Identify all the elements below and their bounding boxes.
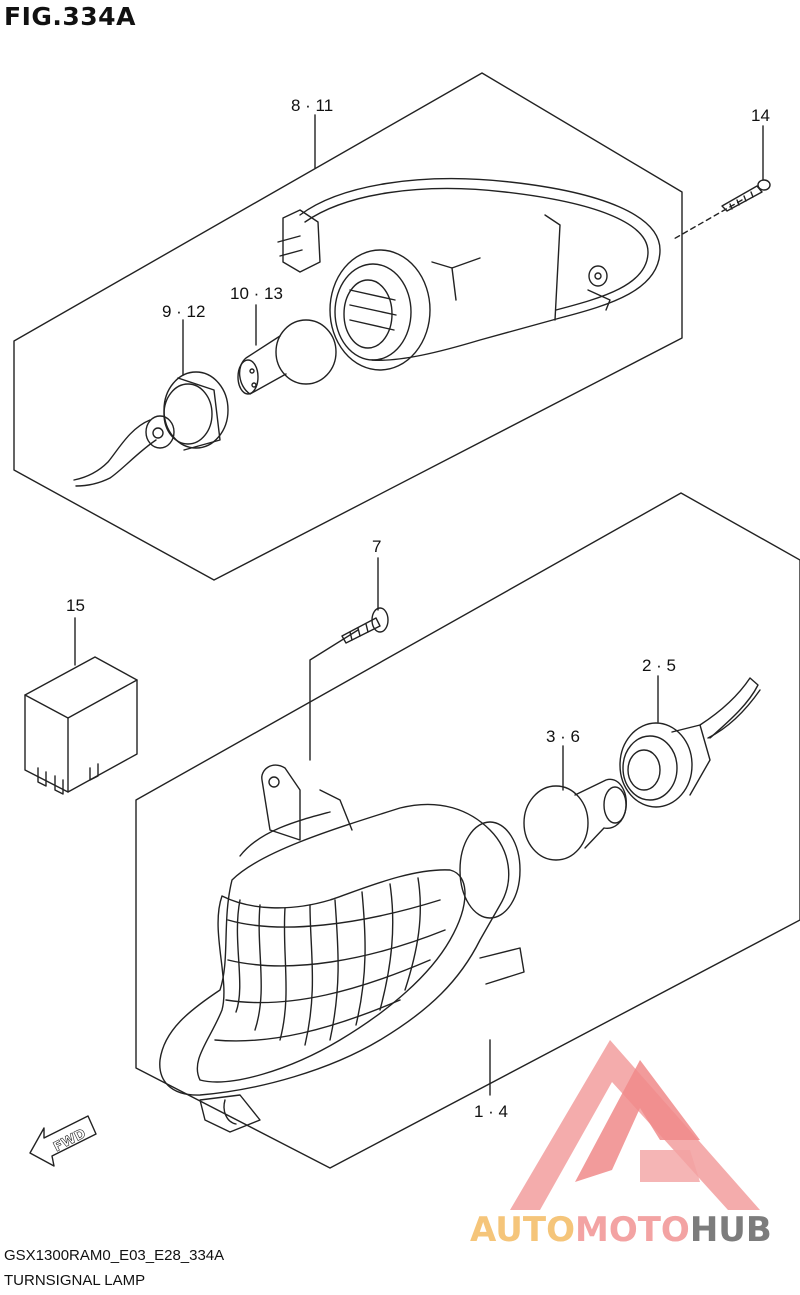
leader-7-bracket [309,629,359,761]
diagram-caption: TURNSIGNAL LAMP [4,1272,146,1289]
upper-turnsignal-housing-icon [277,178,661,371]
callout-8-11: 8 · 11 [291,96,334,115]
lower-turnsignal-lamp-icon [159,764,525,1133]
callout-1-4: 1 · 4 [474,1102,509,1121]
upper-group-frame [13,72,683,581]
watermark-brand: AUTOMOTOHUB [470,1210,772,1250]
callout-9-12: 9 · 12 [162,302,206,321]
callout-14: 14 [751,106,770,125]
socket-9-12-icon [73,371,229,487]
watermark-part-auto: AUTO [470,1210,575,1250]
callout-7: 7 [372,537,382,556]
socket-2-5-icon [619,677,761,808]
callout-10-13: 10 · 13 [230,284,283,303]
screw-7-icon [341,607,389,644]
bulb-10-13-icon [237,319,337,395]
watermark-part-hub: HUB [689,1210,772,1250]
watermark-part-moto: MOTO [574,1210,690,1250]
callout-15: 15 [66,596,85,615]
screw-14-icon [721,179,771,212]
figure-title: FIG.334A [4,2,136,31]
fwd-arrow-icon [29,1115,97,1167]
relay-15-icon [24,656,138,795]
automotohub-logo-icon [510,1040,760,1210]
callout-3-6: 3 · 6 [546,727,581,746]
callout-2-5: 2 · 5 [642,656,677,675]
diagram-code: GSX1300RAM0_E03_E28_334A [4,1247,225,1264]
bulb-3-6-icon [523,778,627,861]
lower-group-frame [135,492,800,1169]
